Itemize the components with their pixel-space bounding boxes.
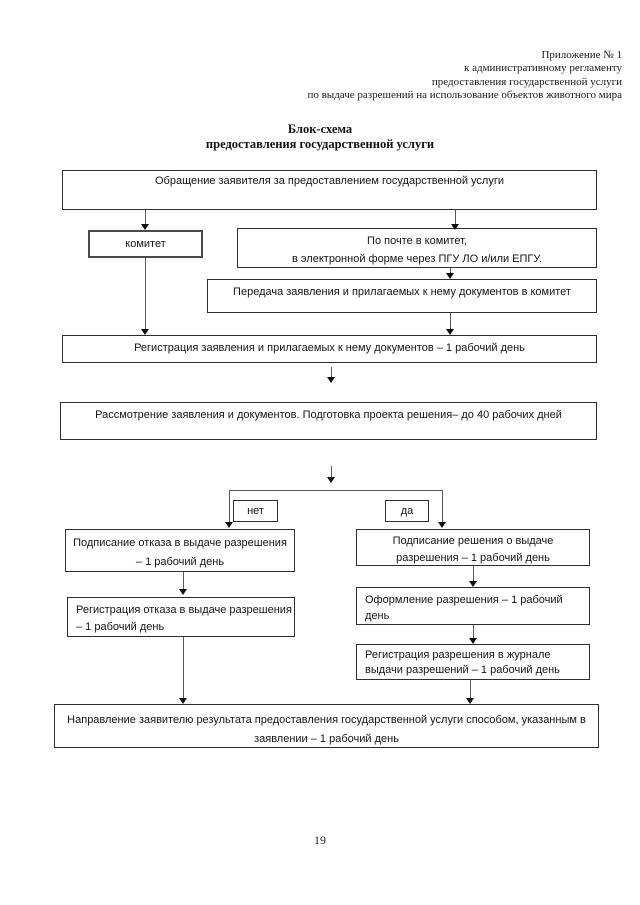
node-refusal-registration-line1: Регистрация отказа в выдаче разрешения <box>76 604 292 616</box>
connector-branch-yes <box>442 490 443 522</box>
arrowhead-down-icon <box>466 698 474 704</box>
node-permit-sign: Подписание решения о выдаче разрешения –… <box>356 529 590 566</box>
annex-header-line: Приложение № 1 <box>541 49 622 61</box>
page-title-line2: предоставления государственной услуги <box>205 136 435 151</box>
connector-registration-to-review <box>331 367 332 377</box>
branch-label-yes-text: да <box>400 505 414 517</box>
branch-label-no: нет <box>233 500 278 522</box>
node-refusal-registration: Регистрация отказа в выдаче разрешения –… <box>67 597 295 637</box>
node-permit-registration: Регистрация разрешения в журнале выдачи … <box>356 644 590 680</box>
connector-transfer-to-registration <box>450 313 451 329</box>
node-permit-registration-line1: Регистрация разрешения в журнале <box>365 649 551 661</box>
page-number: 19 <box>314 833 326 847</box>
node-by-mail-line1: По почте в комитет, <box>367 235 467 247</box>
arrowhead-down-icon <box>327 377 335 383</box>
arrowhead-down-icon <box>446 329 454 335</box>
node-registration: Регистрация заявления и прилагаемых к не… <box>62 335 597 363</box>
node-permit-issue-line1: Оформление разрешения – 1 рабочий <box>365 594 563 606</box>
node-request-text: Обращение заявителя за предоставлением г… <box>154 175 505 187</box>
branch-label-no-text: нет <box>247 505 264 517</box>
connector-request-to-committee <box>145 210 146 224</box>
node-committee-text: комитет <box>125 238 166 250</box>
connector-permit-registration-to-result <box>470 680 471 698</box>
node-permit-sign-line2: разрешения – 1 рабочий день <box>396 552 550 564</box>
connector-committee-to-registration <box>145 258 146 329</box>
connector-refusal-sign-to-refusal-registration <box>183 572 184 589</box>
node-review-text: Рассмотрение заявления и документов. Под… <box>95 409 562 421</box>
connector-refusal-registration-to-result <box>183 637 184 698</box>
arrowhead-down-icon <box>141 224 149 230</box>
node-permit-issue: Оформление разрешения – 1 рабочий день <box>356 587 590 625</box>
branch-label-yes: да <box>385 500 429 522</box>
node-by-mail: По почте в комитет, в электронной форме … <box>237 228 597 268</box>
connector-permit-issue-to-permit-registration <box>473 625 474 638</box>
arrowhead-down-icon <box>451 224 459 230</box>
node-transfer-text: Передача заявления и прилагаемых к нему … <box>233 286 571 298</box>
node-permit-registration-line2: выдачи разрешений – 1 рабочий день <box>365 664 560 676</box>
node-result-line2: заявлении – 1 рабочий день <box>254 733 399 745</box>
annex-header: Приложение № 1 к административному регла… <box>40 49 622 103</box>
node-refusal-registration-line2: – 1 рабочий день <box>76 621 165 633</box>
node-refusal-sign: Подписание отказа в выдаче разрешения – … <box>65 529 295 572</box>
arrowhead-down-icon <box>446 273 454 279</box>
node-by-mail-line2: в электронной форме через ПГУ ЛО и/или Е… <box>292 253 542 265</box>
node-review: Рассмотрение заявления и документов. Под… <box>60 402 597 440</box>
arrowhead-down-icon <box>438 522 446 528</box>
arrowhead-down-icon <box>141 329 149 335</box>
connector-by-mail-to-transfer <box>450 268 451 273</box>
node-transfer: Передача заявления и прилагаемых к нему … <box>207 279 597 313</box>
node-request: Обращение заявителя за предоставлением г… <box>62 170 597 210</box>
arrowhead-down-icon <box>327 477 335 483</box>
annex-header-line: предоставления государственной услуги <box>431 75 622 88</box>
node-registration-text: Регистрация заявления и прилагаемых к не… <box>134 342 525 354</box>
connector-review-to-branch <box>331 466 332 477</box>
node-permit-issue-line2: день <box>365 610 390 622</box>
node-refusal-sign-line2: – 1 рабочий день <box>135 556 225 568</box>
branch-horizontal-line <box>229 490 443 491</box>
node-committee: комитет <box>88 230 203 258</box>
page-title: Блок-схема предоставления государственно… <box>0 122 640 151</box>
node-result: Направление заявителю результата предост… <box>54 704 599 748</box>
node-refusal-sign-line1: Подписание отказа в выдаче разрешения <box>73 537 287 549</box>
arrowhead-down-icon <box>469 581 477 587</box>
arrowhead-down-icon <box>469 638 477 644</box>
annex-header-line: по выдаче разрешений на использование об… <box>307 89 622 102</box>
page-title-line1: Блок-схема <box>287 122 353 136</box>
arrowhead-down-icon <box>225 522 233 528</box>
connector-branch-no <box>229 490 230 522</box>
node-result-line1: Направление заявителю результата предост… <box>67 714 586 726</box>
connector-request-to-by-mail <box>455 210 456 224</box>
connector-permit-sign-to-permit-issue <box>473 566 474 581</box>
annex-header-line: к административному регламенту <box>464 62 622 75</box>
node-permit-sign-line1: Подписание решения о выдаче <box>392 535 554 547</box>
arrowhead-down-icon <box>179 698 187 704</box>
arrowhead-down-icon <box>179 589 187 595</box>
